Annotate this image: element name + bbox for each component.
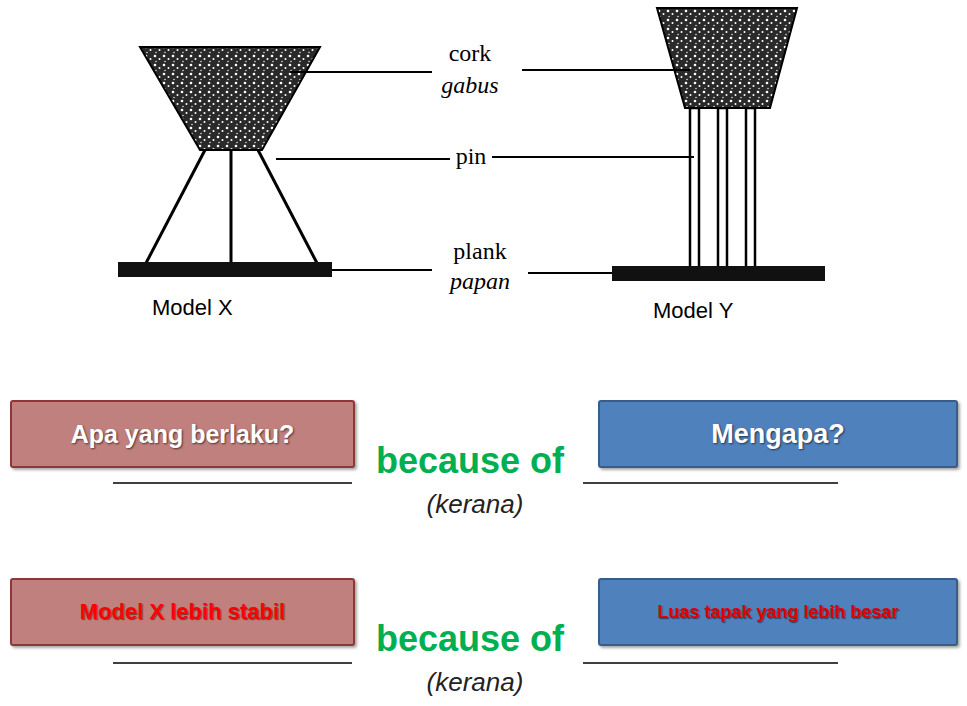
model-x-figure bbox=[118, 47, 332, 277]
question-box: Mengapa? bbox=[598, 400, 958, 468]
blank-line bbox=[113, 482, 352, 484]
part-name: plank bbox=[451, 238, 508, 266]
pin-y-right bbox=[746, 108, 755, 268]
pin-y-mid bbox=[718, 108, 727, 268]
box-text: Apa yang berlaku? bbox=[71, 420, 295, 449]
pin-y-left bbox=[690, 108, 699, 268]
leader-line bbox=[528, 272, 612, 274]
answer-box: Model X lebih stabil bbox=[10, 578, 355, 646]
leader-line bbox=[332, 269, 432, 271]
blank-line bbox=[583, 662, 838, 664]
leader-line bbox=[492, 156, 694, 158]
leader-lines bbox=[276, 70, 694, 273]
model-y-figure bbox=[612, 8, 825, 281]
blank-line bbox=[113, 662, 352, 664]
question-box: Apa yang berlaku? bbox=[10, 400, 355, 468]
cork-x bbox=[140, 47, 320, 150]
blank-line bbox=[583, 482, 838, 484]
pin-x-mid bbox=[230, 150, 233, 265]
answer-box: Luas tapak yang lebih besar bbox=[598, 578, 958, 646]
model-label: Model X bbox=[150, 295, 235, 320]
box-text: Luas tapak yang lebih besar bbox=[657, 602, 898, 623]
translation-text: (kerana) bbox=[425, 490, 526, 520]
translation-text: (kerana) bbox=[425, 668, 526, 698]
leader-line bbox=[276, 158, 450, 160]
model-label: Model Y bbox=[651, 298, 735, 323]
plank-y bbox=[612, 266, 825, 281]
pin-x-right bbox=[258, 150, 318, 265]
connective-text: because of bbox=[374, 618, 566, 659]
part-name: cork bbox=[447, 40, 494, 68]
cork-y bbox=[657, 8, 797, 108]
plank-x bbox=[118, 262, 332, 277]
pin-x-left bbox=[145, 150, 205, 265]
part-name: gabus bbox=[439, 72, 500, 100]
leader-line bbox=[522, 69, 690, 71]
part-name: pin bbox=[454, 143, 489, 171]
box-text: Model X lebih stabil bbox=[80, 599, 285, 625]
connective-text: because of bbox=[374, 440, 566, 481]
box-text: Mengapa? bbox=[711, 419, 845, 450]
leader-line bbox=[290, 71, 432, 73]
part-name: papan bbox=[448, 268, 512, 296]
